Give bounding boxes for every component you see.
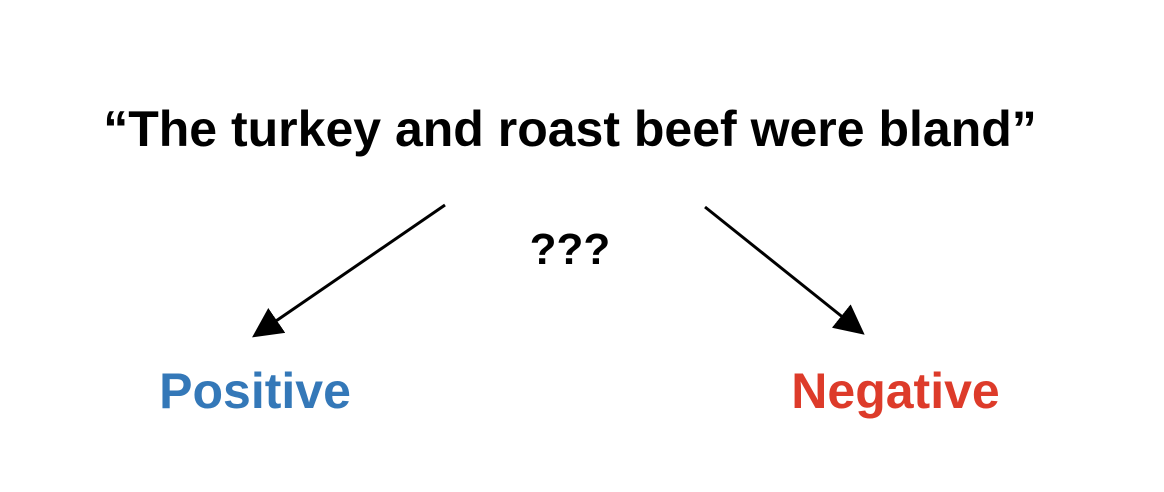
input-sentence: “The turkey and roast beef were bland” [103,101,1037,157]
arrow-to-positive [252,203,446,338]
positive-label: Positive [159,363,351,419]
arrow-to-negative [704,205,865,335]
negative-label: Negative [791,363,1000,419]
uncertainty-marker: ??? [529,225,611,274]
